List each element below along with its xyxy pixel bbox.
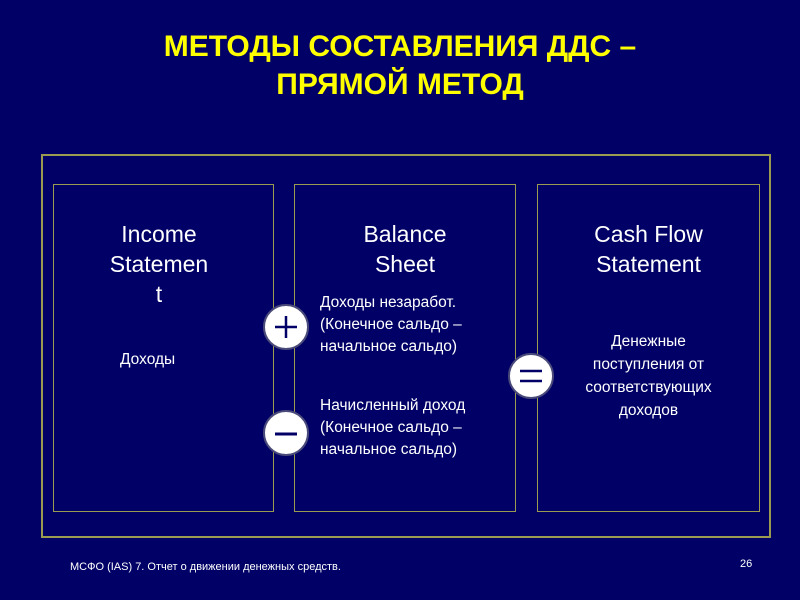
title-line-2: ПРЯМОЙ МЕТОД	[276, 68, 524, 101]
slide-title: МЕТОДЫ СОСТАВЛЕНИЯ ДДС – ПРЯМОЙ МЕТОД	[0, 28, 800, 104]
income-statement-panel: Income Statemen t Доходы	[53, 184, 274, 512]
page-number: 26	[740, 558, 753, 570]
income-text: Доходы	[120, 351, 176, 368]
heading-line: Income	[121, 221, 197, 247]
heading-line: Statement	[596, 251, 701, 277]
heading-line: Balance	[363, 221, 447, 247]
cash-flow-heading: Cash Flow Statement	[538, 219, 759, 279]
text-line: (Конечное сальдо –	[320, 419, 462, 436]
text-line: доходов	[618, 402, 679, 419]
title-line-1: МЕТОДЫ СОСТАВЛЕНИЯ ДДС –	[163, 30, 637, 63]
income-statement-heading: Income Statemen t	[56, 219, 262, 309]
cash-flow-statement-panel: Cash Flow Statement Денежные поступления…	[537, 184, 760, 512]
text-line: поступления от	[592, 356, 705, 373]
heading-line: t	[155, 281, 163, 307]
balance-sheet-heading: Balance Sheet	[295, 219, 515, 279]
footer-text: МСФО (IAS) 7. Отчет о движении денежных …	[70, 561, 341, 573]
heading-line: Sheet	[374, 251, 436, 277]
heading-line: Statemen	[109, 251, 209, 277]
text-line: Доходы незаработ.	[320, 294, 457, 311]
plus-icon	[263, 304, 309, 350]
equals-icon	[508, 353, 554, 399]
text-line: Денежные	[611, 333, 686, 350]
balance-sheet-panel: Balance Sheet Доходы незаработ. (Конечно…	[294, 184, 516, 512]
unearned-revenue-text: Доходы незаработ. (Конечное сальдо – нач…	[320, 292, 462, 358]
text-line: (Конечное сальдо –	[320, 316, 462, 333]
accrued-revenue-text: Начисленный доход (Конечное сальдо – нач…	[320, 395, 465, 461]
minus-icon	[263, 410, 309, 456]
cash-receipts-text: Денежные поступления от соответствующих …	[538, 330, 759, 422]
text-line: начальное сальдо)	[320, 441, 458, 458]
diagram-frame	[41, 154, 771, 538]
heading-line: Cash Flow	[594, 221, 703, 247]
text-line: начальное сальдо)	[320, 338, 458, 355]
text-line: соответствующих	[585, 379, 712, 396]
text-line: Начисленный доход	[320, 397, 466, 414]
